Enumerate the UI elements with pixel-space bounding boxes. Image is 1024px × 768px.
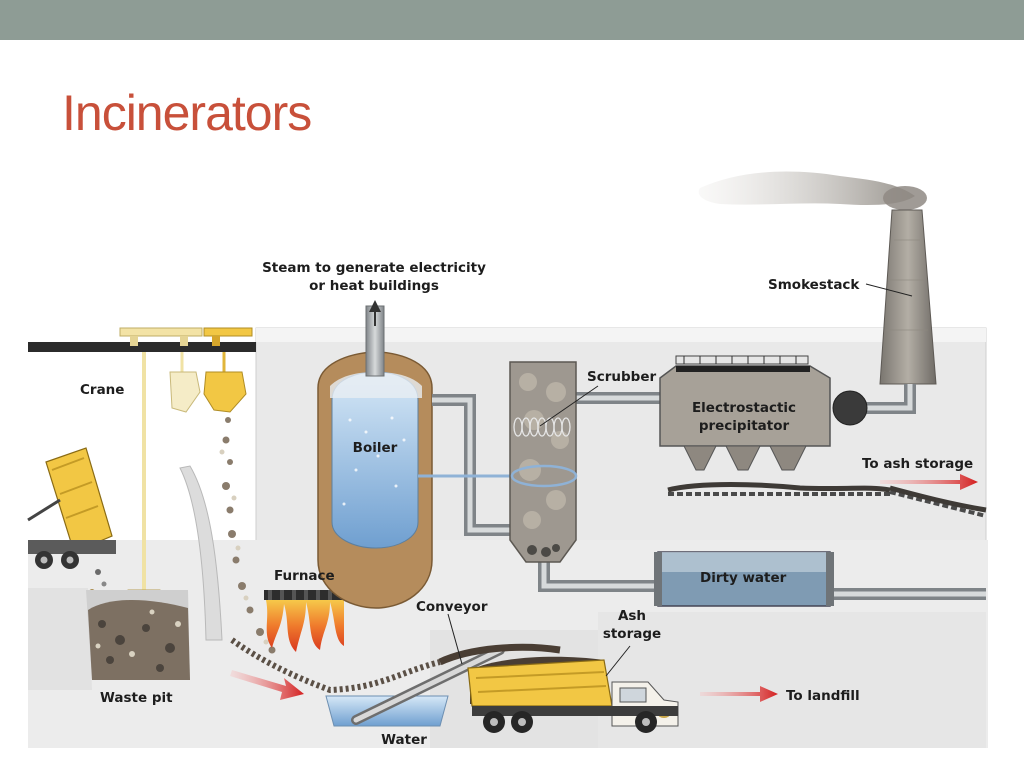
- flue-pipes: [418, 384, 986, 600]
- label-boiler: Boiler: [353, 440, 398, 456]
- scrubber: [509, 361, 578, 563]
- conveyor-belt: [351, 643, 561, 725]
- label-steam-line2: or heat buildings: [309, 278, 439, 294]
- arrow-into-trough: [230, 670, 304, 700]
- label-precipitator-line1: Electrostactic: [692, 400, 796, 416]
- label-to-ash-storage: To ash storage: [862, 456, 973, 472]
- dump-truck-right: [467, 656, 679, 733]
- label-scrubber: Scrubber: [587, 369, 656, 385]
- label-conveyor: Conveyor: [416, 599, 488, 615]
- top-bar: [0, 0, 1024, 40]
- arrow-to-landfill: [700, 686, 778, 702]
- label-furnace: Furnace: [274, 568, 335, 584]
- boiler: [317, 300, 433, 609]
- dirty-water-tank: [654, 551, 834, 607]
- furnace: [264, 590, 346, 652]
- leader-lines: [447, 283, 913, 677]
- dump-truck-left: [27, 447, 116, 569]
- smoke-plume: [698, 171, 927, 210]
- crane: [28, 327, 256, 623]
- label-precipitator-line2: precipitator: [699, 418, 790, 434]
- arrow-to-ash-storage: [880, 474, 978, 490]
- ash-path: [230, 637, 441, 694]
- label-water: Water: [381, 732, 427, 748]
- label-to-landfill: To landfill: [786, 688, 860, 704]
- label-ash-storage-line1: Ash: [618, 608, 646, 624]
- electrostatic-precipitator: [659, 355, 868, 471]
- label-smokestack: Smokestack: [768, 277, 860, 293]
- feed-chute: [179, 417, 276, 654]
- label-steam-line1: Steam to generate electricity: [262, 260, 486, 276]
- label-dirty-water: Dirty water: [700, 570, 787, 586]
- waste-pit: [86, 590, 190, 680]
- label-crane: Crane: [80, 382, 124, 398]
- slide-title: Incinerators: [62, 85, 312, 141]
- smokestack: [879, 209, 937, 385]
- ash-conveyor: [667, 482, 987, 518]
- label-waste-pit: Waste pit: [100, 690, 173, 706]
- label-ash-storage-line2: storage: [603, 626, 661, 642]
